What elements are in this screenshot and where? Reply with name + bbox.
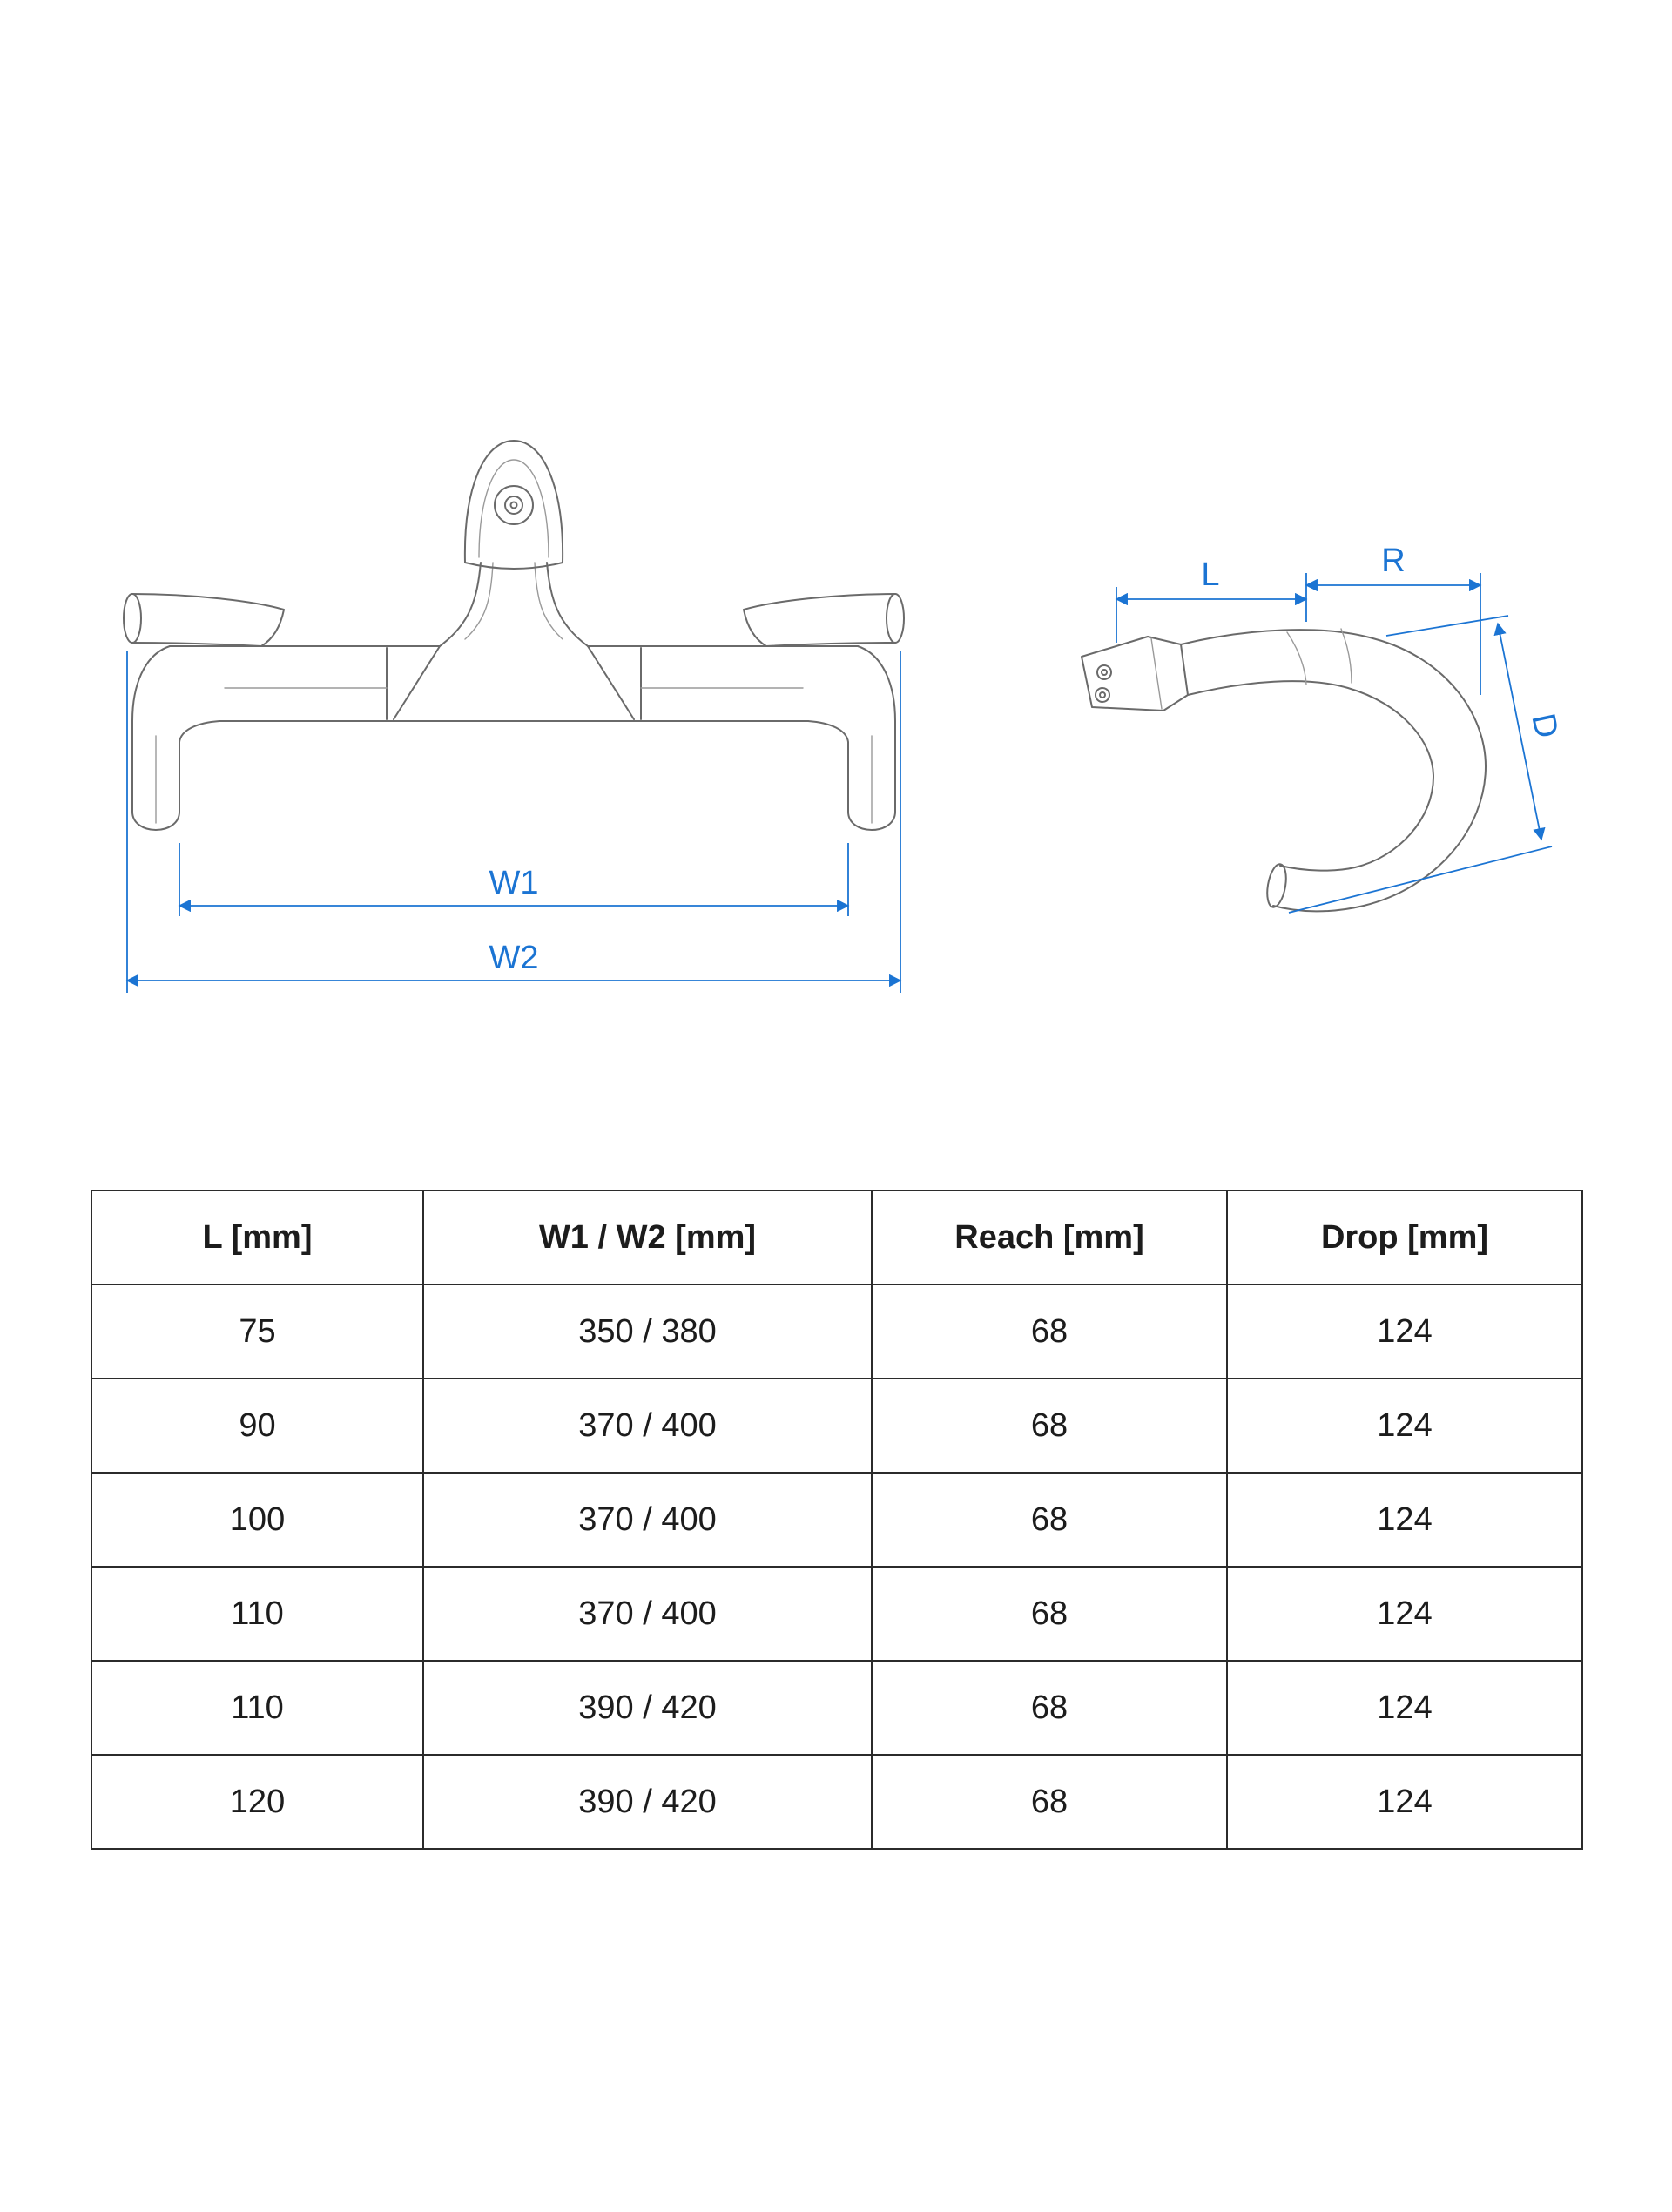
table-cell: 370 / 400 xyxy=(422,1566,873,1662)
handlebar-front-view xyxy=(123,440,905,831)
table-cell: 68 xyxy=(871,1754,1228,1850)
technical-drawing: W1 W2 L R D xyxy=(123,440,1565,993)
table-cell: 68 xyxy=(871,1472,1228,1568)
table-cell: 124 xyxy=(1226,1378,1583,1474)
table-header-row: L [mm] W1 / W2 [mm] Reach [mm] Drop [mm] xyxy=(91,1190,1583,1285)
table-cell: 124 xyxy=(1226,1754,1583,1850)
table-cell: 390 / 420 xyxy=(422,1754,873,1850)
table-cell: 124 xyxy=(1226,1566,1583,1662)
table-cell: 68 xyxy=(871,1660,1228,1756)
handlebar-side-view xyxy=(1081,628,1487,913)
table-row: 90 370 / 400 68 124 xyxy=(91,1378,1583,1474)
table-cell: 100 xyxy=(91,1472,424,1568)
table-cell: 124 xyxy=(1226,1660,1583,1756)
table-cell: 370 / 400 xyxy=(422,1472,873,1568)
spec-table: L [mm] W1 / W2 [mm] Reach [mm] Drop [mm]… xyxy=(91,1190,1583,1850)
header-width: W1 / W2 [mm] xyxy=(422,1190,873,1285)
bar-end-left xyxy=(123,593,285,647)
stem-bolts-icon xyxy=(1095,664,1112,703)
table-row: 110 370 / 400 68 124 xyxy=(91,1566,1583,1662)
front-view-dimensions: W1 W2 xyxy=(125,651,902,993)
d-dimension-line xyxy=(1493,622,1546,841)
table-cell: 68 xyxy=(871,1566,1228,1662)
stem-side-outline xyxy=(1081,636,1189,711)
bar-end-right xyxy=(743,593,905,647)
table-cell: 68 xyxy=(871,1284,1228,1379)
handlebar-front-outline xyxy=(131,645,896,831)
header-reach: Reach [mm] xyxy=(871,1190,1228,1285)
d-dimension-label: D xyxy=(1524,711,1565,742)
table-cell: 124 xyxy=(1226,1284,1583,1379)
table-cell: 68 xyxy=(871,1378,1228,1474)
table-row: 75 350 / 380 68 124 xyxy=(91,1284,1583,1379)
w1-dimension-label: W1 xyxy=(489,865,539,901)
w2-dimension-label: W2 xyxy=(489,940,539,976)
table-cell: 370 / 400 xyxy=(422,1378,873,1474)
table-cell: 110 xyxy=(91,1660,424,1756)
table-cell: 120 xyxy=(91,1754,424,1850)
table-row: 100 370 / 400 68 124 xyxy=(91,1472,1583,1568)
l-dimension-label: L xyxy=(1201,556,1219,593)
stem-front-outline xyxy=(439,562,589,647)
handlebar-side-outline xyxy=(1180,628,1487,913)
table-cell: 90 xyxy=(91,1378,424,1474)
table-cell: 110 xyxy=(91,1566,424,1662)
table-row: 110 390 / 420 68 124 xyxy=(91,1660,1583,1756)
stem-bolt-icon xyxy=(494,485,534,525)
header-length: L [mm] xyxy=(91,1190,424,1285)
table-cell: 390 / 420 xyxy=(422,1660,873,1756)
table-cell: 75 xyxy=(91,1284,424,1379)
table-cell: 350 / 380 xyxy=(422,1284,873,1379)
header-drop: Drop [mm] xyxy=(1226,1190,1583,1285)
bar-end-cap xyxy=(1266,863,1287,908)
side-extension-lines xyxy=(1116,573,1553,914)
table-row: 120 390 / 420 68 124 xyxy=(91,1754,1583,1850)
r-dimension-label: R xyxy=(1381,543,1405,579)
table-cell: 124 xyxy=(1226,1472,1583,1568)
side-view-dimensions: L R D xyxy=(1115,543,1565,914)
w2-extension-lines xyxy=(126,651,901,993)
steerer-cap xyxy=(463,440,564,570)
